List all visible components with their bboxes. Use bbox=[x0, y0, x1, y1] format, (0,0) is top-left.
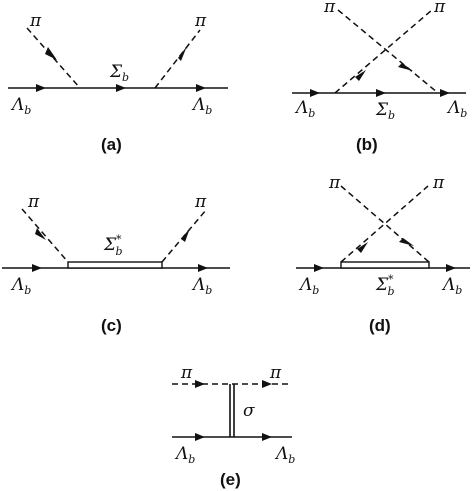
sigma-star-label-c: Σ*b bbox=[103, 233, 123, 258]
caption-c: (c) bbox=[101, 316, 122, 335]
caption-b: (b) bbox=[356, 135, 378, 154]
pion-label-b2: π bbox=[433, 0, 446, 17]
sigma-star-label-d: Σ*b bbox=[375, 273, 395, 298]
pion-out-a bbox=[154, 29, 201, 89]
arrow-pion-out-d bbox=[399, 238, 414, 246]
arrow-b2 bbox=[376, 89, 386, 97]
arrow-a3 bbox=[196, 84, 206, 92]
pion-out-b bbox=[337, 9, 439, 94]
sigma-star-propagator-c bbox=[67, 261, 163, 269]
diagram-c: π π Σ*b Λb Λb (c) bbox=[2, 192, 230, 335]
arrow-c2 bbox=[198, 264, 208, 272]
arrow-pion-e2 bbox=[262, 380, 272, 388]
pion-label-e2: π bbox=[269, 363, 282, 383]
pion-label-b1: π bbox=[323, 0, 336, 17]
arrow-c1 bbox=[32, 264, 42, 272]
pion-in-c bbox=[21, 208, 69, 263]
pion-in-b bbox=[334, 9, 433, 94]
pion-label-c1: π bbox=[27, 192, 40, 212]
lambda-label-d2: Λb bbox=[441, 275, 462, 297]
arrow-pion-out-c bbox=[181, 228, 190, 242]
arrow-pion-out-a bbox=[178, 46, 187, 61]
pion-label-a2: π bbox=[194, 11, 207, 31]
arrow-pion-in-a bbox=[45, 47, 57, 60]
pion-label-e1: π bbox=[180, 363, 193, 383]
pion-label-c2: π bbox=[194, 192, 207, 212]
pion-label-d2: π bbox=[432, 173, 445, 193]
arrow-d2 bbox=[446, 264, 456, 272]
lambda-label-a2: Λb bbox=[191, 95, 212, 117]
caption-d: (d) bbox=[369, 316, 391, 335]
diagram-b: π π Σb Λb Λb (b) bbox=[292, 0, 467, 154]
arrow-pion-in-d bbox=[357, 242, 368, 253]
sigma-meson-label-e: σ bbox=[243, 401, 255, 421]
diagram-e: π π σ Λb Λb (e) bbox=[172, 363, 295, 489]
arrow-b3 bbox=[440, 89, 450, 97]
diagram-a: π π Σb Λb Λb (a) bbox=[8, 11, 228, 154]
lambda-label-b2: Λb bbox=[446, 98, 467, 120]
lambda-label-d1: Λb bbox=[298, 275, 319, 297]
lambda-label-c2: Λb bbox=[191, 275, 212, 297]
diagram-d: π π Σ*b Λb Λb (d) bbox=[296, 173, 470, 335]
pion-in-d bbox=[340, 185, 429, 263]
sigma-star-propagator-d bbox=[340, 261, 430, 269]
arrow-e1 bbox=[195, 433, 205, 441]
arrow-pion-in-b bbox=[355, 70, 366, 81]
arrow-b1 bbox=[310, 89, 320, 97]
arrow-e2 bbox=[262, 433, 272, 441]
arrow-d1 bbox=[314, 264, 324, 272]
lambda-label-a1: Λb bbox=[10, 95, 31, 117]
arrow-a1 bbox=[36, 84, 46, 92]
pion-label-d1: π bbox=[328, 173, 341, 193]
lambda-label-e2: Λb bbox=[274, 444, 295, 466]
arrow-pion-out-b bbox=[398, 63, 413, 71]
sigma-label-a: Σb bbox=[109, 62, 129, 84]
arrow-pion-e1 bbox=[195, 380, 205, 388]
pion-out-d bbox=[340, 185, 430, 263]
caption-e: (e) bbox=[220, 470, 241, 489]
arrow-pion-in-c bbox=[35, 228, 46, 240]
sigma-label-b: Σb bbox=[375, 100, 395, 122]
lambda-label-c1: Λb bbox=[10, 275, 31, 297]
pion-label-a1: π bbox=[29, 11, 42, 31]
lambda-label-e1: Λb bbox=[174, 444, 195, 466]
lambda-label-b1: Λb bbox=[294, 98, 315, 120]
arrow-a2 bbox=[116, 84, 126, 92]
caption-a: (a) bbox=[101, 135, 122, 154]
